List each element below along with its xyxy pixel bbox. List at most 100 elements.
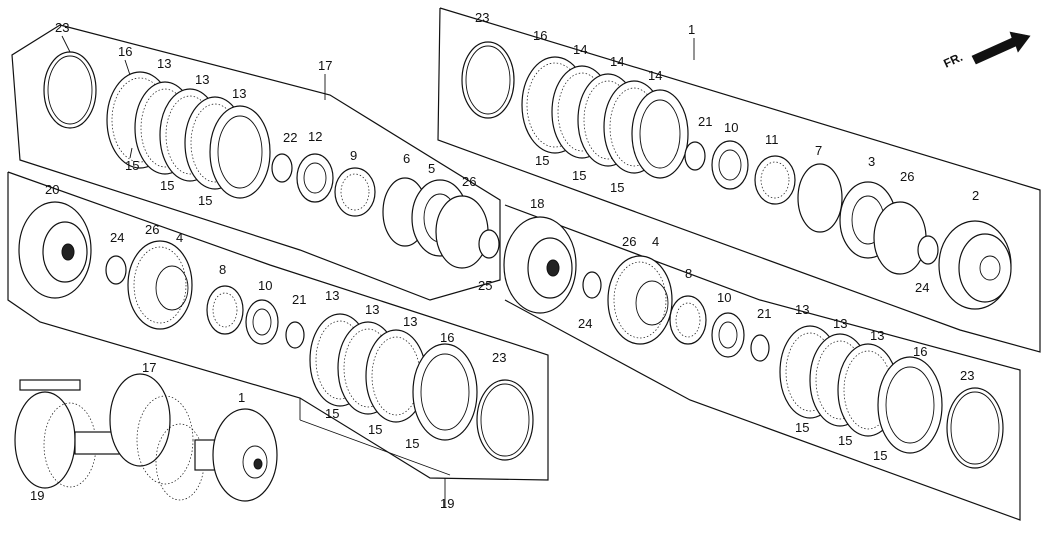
callout-23: 23 [55, 20, 69, 35]
callout-24: 24 [915, 280, 929, 295]
callout-13: 13 [365, 302, 379, 317]
front-direction-indicator: FR. [941, 31, 1031, 71]
callout-23: 23 [960, 368, 974, 383]
callout-25: 25 [478, 278, 492, 293]
callout-17: 17 [318, 58, 332, 73]
callout-10: 10 [724, 120, 738, 135]
callout-1: 1 [688, 22, 695, 37]
callout-9: 9 [350, 148, 357, 163]
callout-26: 26 [900, 169, 914, 184]
callout-4: 4 [176, 230, 183, 245]
callout-13: 13 [833, 316, 847, 331]
washer-24-middle-left [105, 255, 127, 285]
callout-15: 15 [873, 448, 887, 463]
callout-15: 15 [795, 420, 809, 435]
callout-13: 13 [795, 302, 809, 317]
small-rings-top-right [684, 140, 843, 233]
callout-15: 15 [125, 158, 139, 173]
callout-13: 13 [325, 288, 339, 303]
callout-13: 13 [157, 56, 171, 71]
callout-19: 19 [30, 488, 44, 503]
callout-15: 15 [160, 178, 174, 193]
callout-8: 8 [219, 262, 226, 277]
callout-13: 13 [195, 72, 209, 87]
callout-14: 14 [573, 42, 587, 57]
callout-15: 15 [535, 153, 549, 168]
callout-15: 15 [572, 168, 586, 183]
callout-8: 8 [685, 266, 692, 281]
callout-7: 7 [815, 143, 822, 158]
callout-16: 16 [913, 344, 927, 359]
callout-24: 24 [110, 230, 124, 245]
callout-23: 23 [492, 350, 506, 365]
callout-19: 19 [440, 496, 454, 511]
callout-14: 14 [648, 68, 662, 83]
callout-10: 10 [258, 278, 272, 293]
callout-3: 3 [868, 154, 875, 169]
callout-15: 15 [368, 422, 382, 437]
callout-13: 13 [870, 328, 884, 343]
callout-16: 16 [533, 28, 547, 43]
small-rings-middle-left [206, 285, 305, 349]
callout-15: 15 [405, 436, 419, 451]
callout-14: 14 [610, 54, 624, 69]
callout-22: 22 [283, 130, 297, 145]
clutch-plates-middle-right [779, 325, 943, 454]
callout-1: 1 [238, 390, 245, 405]
frame-middle-right-group [504, 204, 1021, 521]
snap-ring-23-middle-left [476, 379, 534, 461]
piston-4-middle-left [127, 240, 193, 330]
front-direction-label: FR. [941, 50, 964, 71]
clutch-drum-2 [938, 220, 1012, 310]
clutch-plates-top-right [521, 56, 689, 179]
callout-23: 23 [475, 10, 489, 25]
callout-4: 4 [652, 234, 659, 249]
snap-ring-23-top-right [461, 41, 515, 119]
callout-13: 13 [232, 86, 246, 101]
callout-17: 17 [142, 360, 156, 375]
frame-middle-left-group [7, 171, 549, 481]
callout-21: 21 [757, 306, 771, 321]
front-direction-arrow-icon [971, 31, 1031, 65]
callout-15: 15 [610, 180, 624, 195]
callout-11: 11 [765, 132, 779, 147]
callout-15: 15 [838, 433, 852, 448]
callout-21: 21 [698, 114, 712, 129]
callout-15: 15 [325, 406, 339, 421]
callout-15: 15 [198, 193, 212, 208]
small-rings-top-left [271, 153, 376, 217]
piston-top-left [382, 177, 500, 269]
clutch-plates-middle-left [309, 313, 478, 441]
frame-connector-2 [299, 419, 451, 476]
callout-13: 13 [403, 314, 417, 329]
callout-26: 26 [145, 222, 159, 237]
callout-12: 12 [308, 129, 322, 144]
leader-lines [61, 35, 695, 508]
washer-24-middle-right [582, 271, 602, 299]
piston-top-right [839, 181, 939, 275]
callout-2: 2 [972, 188, 979, 203]
piston-4-middle-right [607, 255, 673, 345]
frame-top-left-group [11, 24, 501, 301]
callout-26: 26 [462, 174, 476, 189]
callout-16: 16 [440, 330, 454, 345]
callout-21: 21 [292, 292, 306, 307]
callout-24: 24 [578, 316, 592, 331]
callout-5: 5 [428, 161, 435, 176]
callout-6: 6 [403, 151, 410, 166]
frame-top-right-group [437, 7, 1041, 353]
clutch-plates-top-left [106, 71, 271, 199]
snap-ring-23-top-left [43, 51, 97, 129]
callout-18: 18 [530, 196, 544, 211]
callout-20: 20 [45, 182, 59, 197]
clutch-drum-18 [503, 216, 577, 314]
clutch-drum-20 [18, 201, 92, 299]
callout-26: 26 [622, 234, 636, 249]
callout-16: 16 [118, 44, 132, 59]
callout-10: 10 [717, 290, 731, 305]
snap-ring-23-middle-right [946, 387, 1004, 469]
mainshaft-assembly [14, 373, 278, 502]
small-rings-middle-right [669, 295, 770, 362]
